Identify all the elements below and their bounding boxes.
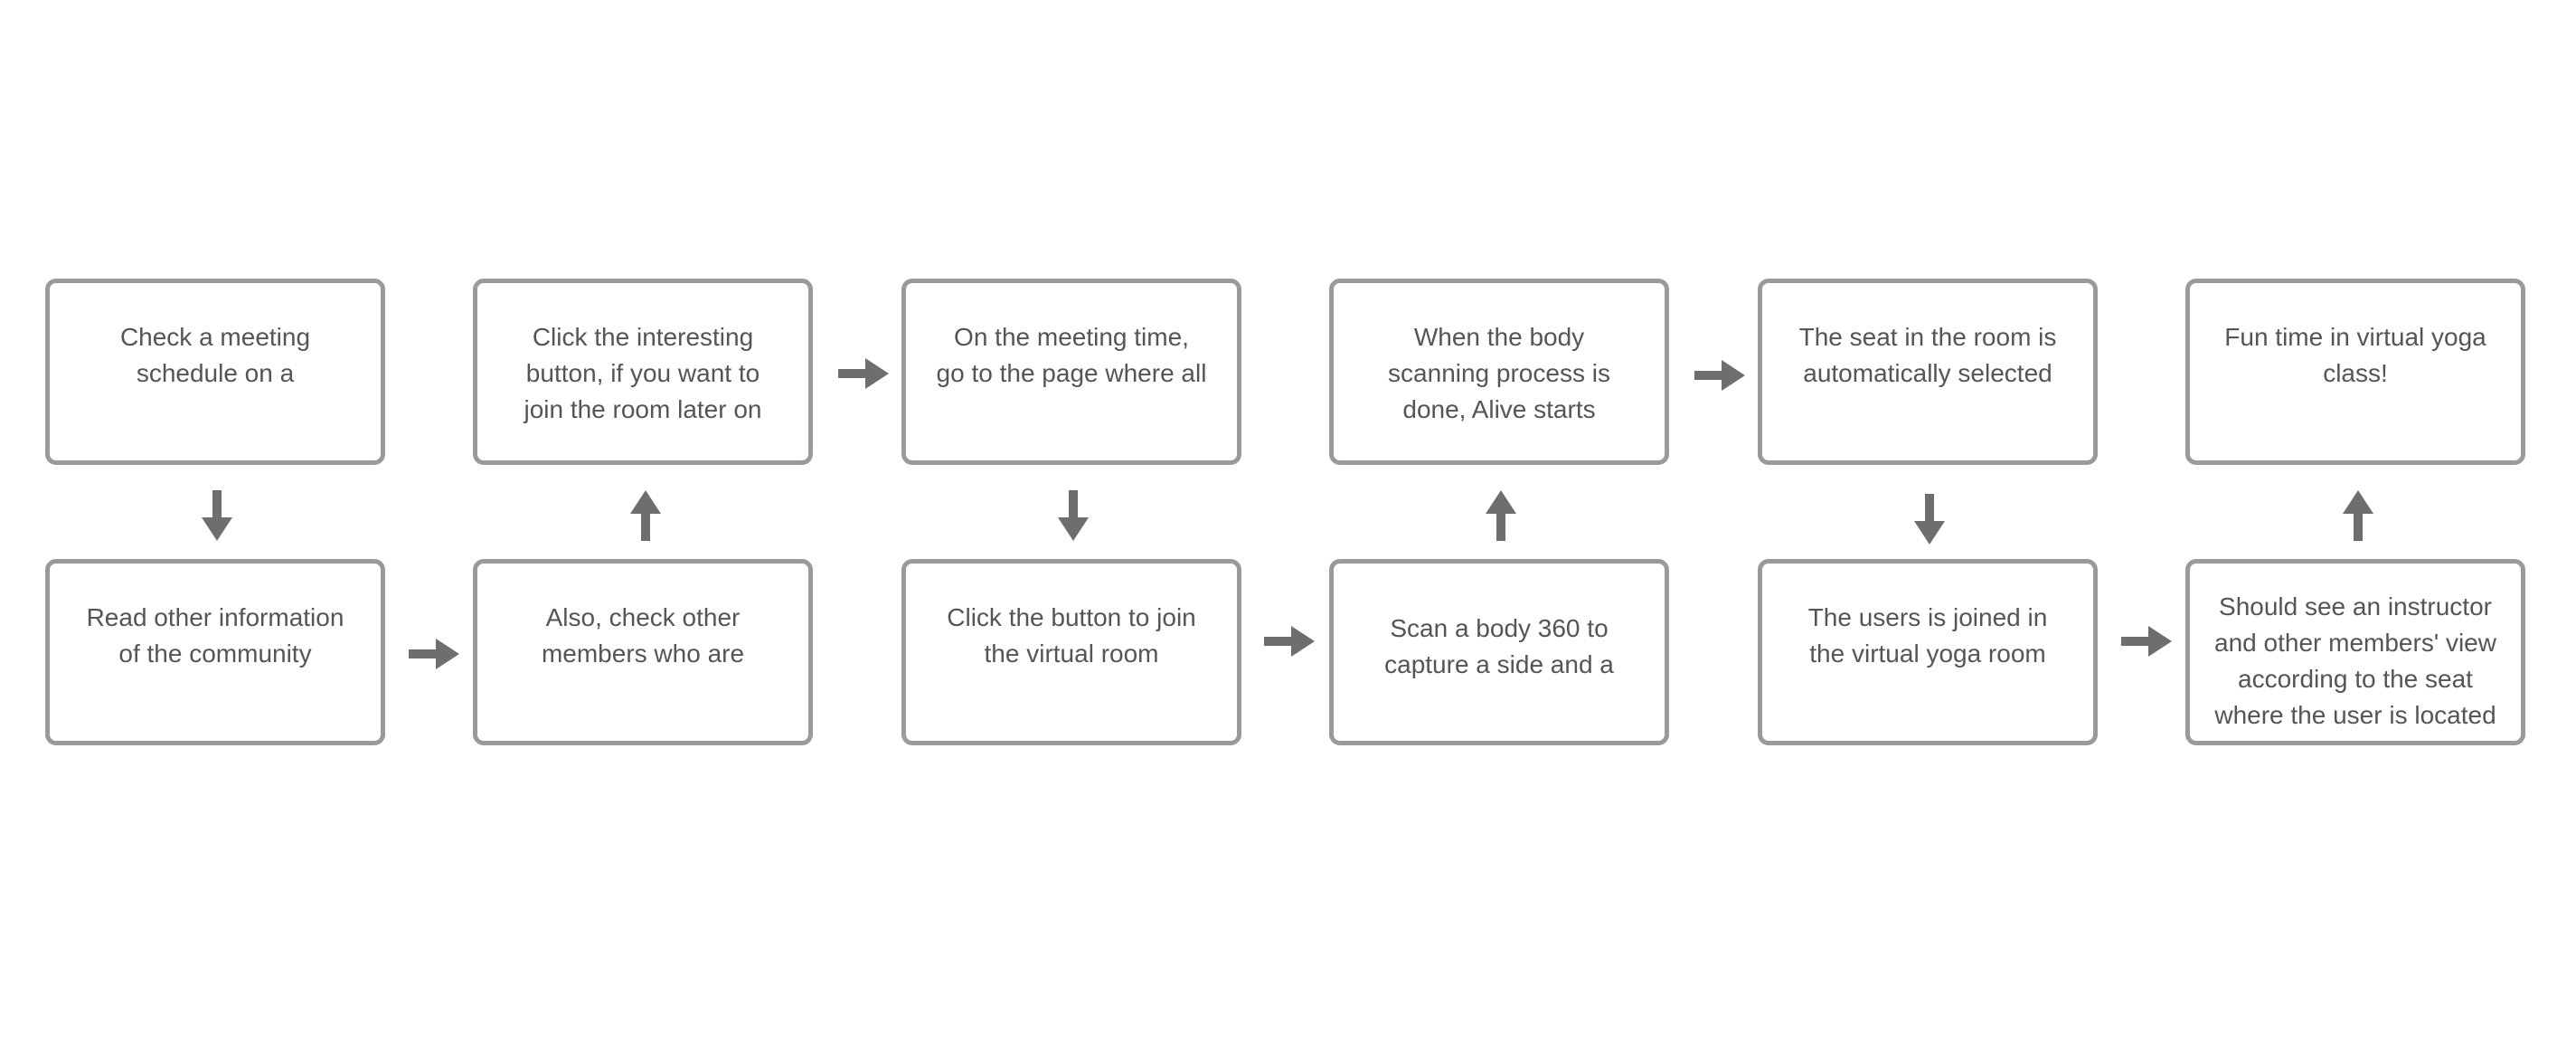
step-text: done, Alive starts: [1402, 395, 1596, 423]
step-text: Should see an instructor: [2219, 592, 2492, 620]
step-text: capture a side and a: [1384, 650, 1614, 678]
step-box: Fun time in virtual yoga class!: [2185, 279, 2525, 465]
step-text: Also, check other: [545, 603, 741, 631]
step-box: The users is joined in the virtual yoga …: [1758, 559, 2098, 745]
step-text: according to the seat: [2238, 665, 2473, 693]
arrow-right-icon: [1694, 360, 1745, 391]
step-text: button, if you want to: [525, 359, 760, 387]
step-text: The seat in the room is: [1798, 323, 2057, 351]
step-box: Read other information of the community: [45, 559, 385, 745]
step-text: and other members' view: [2214, 629, 2496, 657]
step-box: When the body scanning process is done, …: [1329, 279, 1669, 465]
arrow-down-icon: [1058, 490, 1089, 541]
step-text: Click the button to join: [947, 603, 1196, 631]
step-text: When the body: [1413, 323, 1585, 351]
step-text: Fun time in virtual yoga: [2224, 323, 2486, 351]
step-text: the virtual yoga room: [1809, 639, 2046, 668]
step-text: scanning process is: [1388, 359, 1610, 387]
arrow-up-icon: [630, 490, 661, 541]
step-box: Also, check other members who are: [473, 559, 813, 745]
arrow-right-icon: [2121, 626, 2172, 657]
step-text: On the meeting time,: [954, 323, 1189, 351]
step-text: class!: [2323, 359, 2388, 387]
arrow-down-icon: [202, 490, 232, 541]
arrow-down-icon: [1914, 494, 1945, 545]
step-text: of the community: [118, 639, 312, 668]
step-text: join the room later on: [524, 395, 762, 423]
step-text: the virtual room: [984, 639, 1159, 668]
arrow-up-icon: [2343, 490, 2373, 541]
step-text: Click the interesting: [532, 323, 754, 351]
step-text: Read other information: [86, 603, 344, 631]
step-box: Scan a body 360 to capture a side and a: [1329, 559, 1669, 745]
step-text: The users is joined in: [1807, 603, 2048, 631]
step-box: Click the button to join the virtual roo…: [901, 559, 1241, 745]
arrow-up-icon: [1486, 490, 1516, 541]
step-box: Check a meeting schedule on a: [45, 279, 385, 465]
step-text: automatically selected: [1803, 359, 2052, 387]
arrow-right-icon: [409, 639, 459, 669]
step-text: Scan a body 360 to: [1390, 614, 1609, 642]
step-box: The seat in the room is automatically se…: [1758, 279, 2098, 465]
step-text: Check a meeting: [119, 323, 311, 351]
arrow-right-icon: [1264, 626, 1315, 657]
step-text: schedule on a: [136, 359, 295, 387]
arrow-right-icon: [838, 358, 889, 389]
step-box: On the meeting time, go to the page wher…: [901, 279, 1241, 465]
step-box: Click the interesting button, if you wan…: [473, 279, 813, 465]
step-text: go to the page where all: [936, 359, 1207, 387]
step-text: where the user is located: [2214, 701, 2496, 729]
step-text: members who are: [541, 639, 745, 668]
step-box: Should see an instructor and other membe…: [2185, 559, 2525, 745]
